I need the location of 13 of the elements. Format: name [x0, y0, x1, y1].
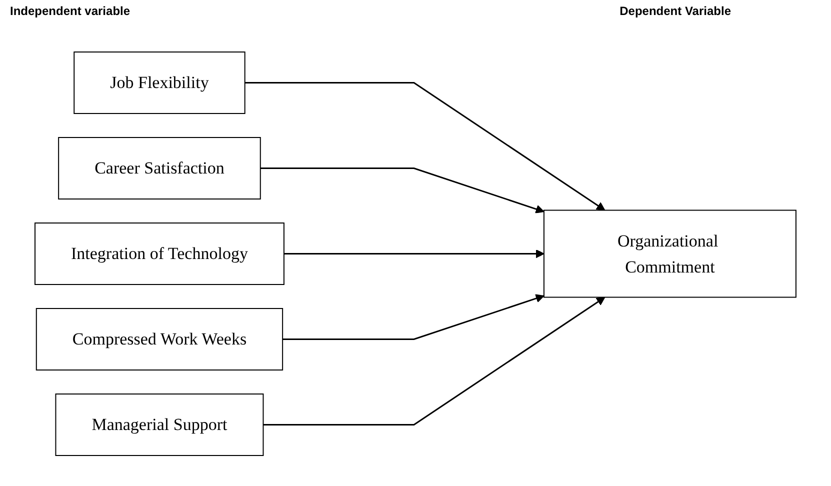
node-box: Career Satisfaction	[58, 137, 261, 200]
arrow	[263, 297, 606, 426]
node-box: Managerial Support	[55, 394, 264, 456]
column-heading: Dependent Variable	[620, 4, 731, 20]
arrow	[284, 250, 544, 258]
column-heading: Independent variable	[10, 4, 130, 20]
arrow	[282, 294, 544, 340]
node-box: Compressed Work Weeks	[36, 308, 284, 371]
node-box: Organizational Commitment	[543, 210, 796, 298]
node-box: Integration of Technology	[34, 222, 284, 286]
node-box: Job Flexibility	[74, 52, 246, 114]
arrow	[244, 82, 606, 211]
arrow	[260, 168, 544, 214]
